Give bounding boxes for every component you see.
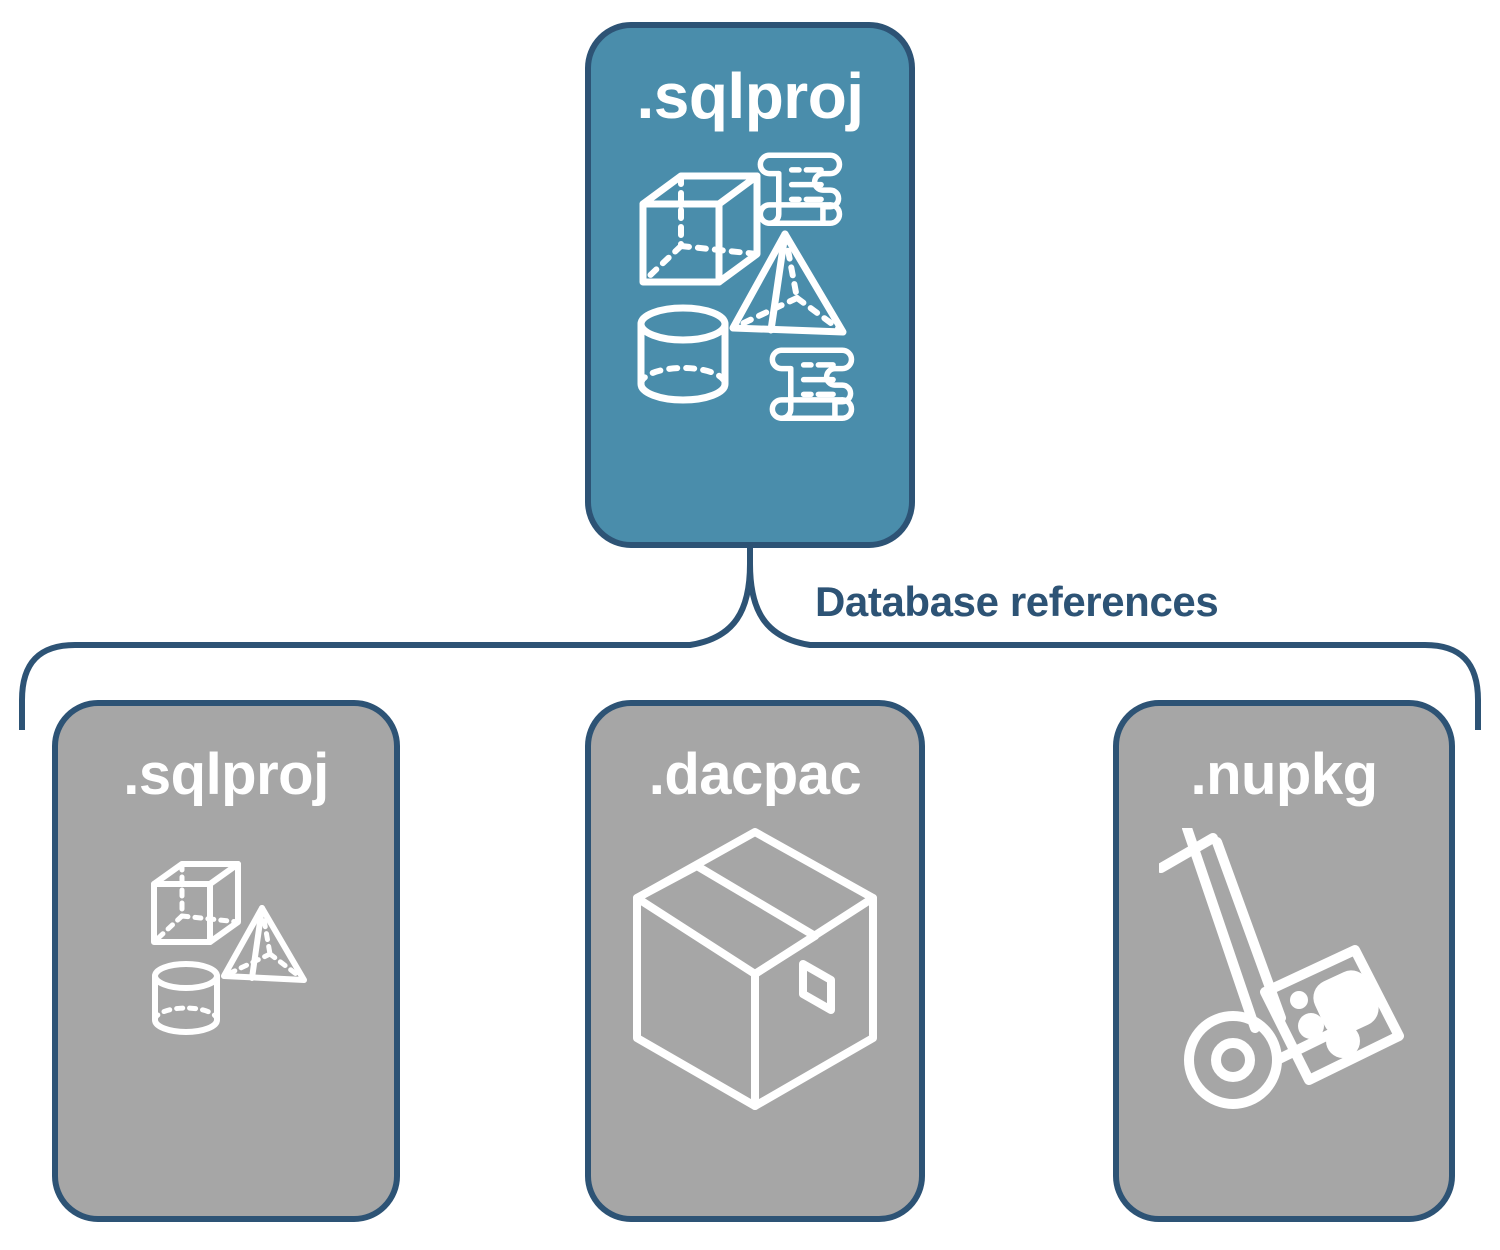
pyramid-wireframe-icon bbox=[729, 230, 847, 336]
node-reference-nupkg-label: .nupkg bbox=[1190, 742, 1378, 807]
bracket-label: Database references bbox=[815, 578, 1219, 625]
cylinder-wireframe-icon bbox=[637, 304, 729, 404]
cylinder-wireframe-icon bbox=[152, 961, 220, 1035]
node-reference-dacpac[interactable]: .dacpac bbox=[585, 700, 925, 1222]
node-root-sqlproj[interactable]: .sqlproj bbox=[585, 22, 915, 548]
scroll-script-icon bbox=[769, 347, 855, 422]
node-reference-sqlproj-label: .sqlproj bbox=[123, 742, 329, 807]
node-root-label: .sqlproj bbox=[636, 60, 864, 132]
node-root-artwork bbox=[591, 128, 909, 542]
node-reference-dacpac-artwork bbox=[591, 804, 919, 1216]
package-box-icon bbox=[633, 828, 877, 1110]
scroll-script-icon bbox=[757, 152, 843, 227]
hand-truck-package-icon bbox=[1159, 828, 1404, 1109]
node-reference-nupkg[interactable]: .nupkg bbox=[1113, 700, 1455, 1222]
node-reference-sqlproj[interactable]: .sqlproj bbox=[52, 700, 400, 1222]
cube-wireframe-icon bbox=[151, 861, 241, 945]
node-reference-sqlproj-artwork bbox=[58, 804, 394, 1216]
cube-wireframe-icon bbox=[639, 172, 761, 286]
node-reference-dacpac-label: .dacpac bbox=[648, 742, 862, 807]
node-reference-nupkg-artwork bbox=[1119, 804, 1449, 1216]
pyramid-wireframe-icon bbox=[221, 905, 307, 983]
